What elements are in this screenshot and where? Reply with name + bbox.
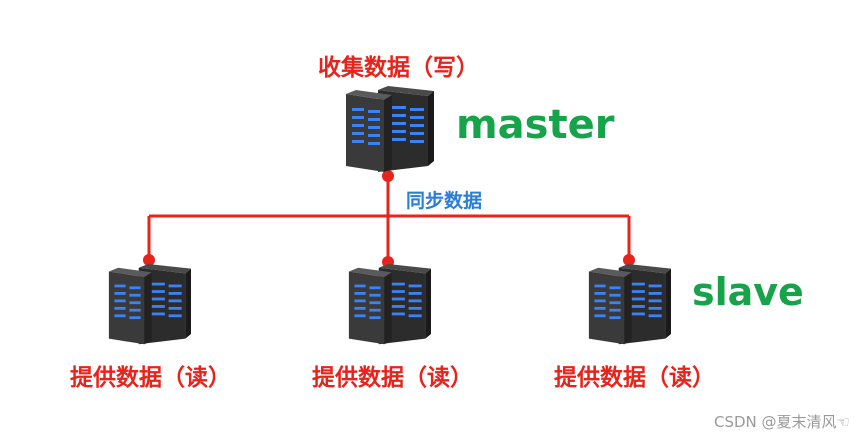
master-connection-dot [382, 170, 394, 182]
slave-right-connection-dot [623, 254, 635, 266]
slave-caption-middle: 提供数据（读） [312, 365, 473, 391]
sync-data-label: 同步数据 [406, 190, 483, 212]
slave-left-connection-dot [143, 254, 155, 266]
slave-caption-right: 提供数据（读） [554, 365, 715, 391]
server-rack-icon [346, 86, 434, 172]
slave-role-label: slave [692, 270, 804, 314]
master-role-label: master [456, 102, 615, 148]
slave-caption-left: 提供数据（读） [70, 365, 231, 391]
server-rack-icon [348, 264, 431, 345]
watermark: CSDN @夏末清风☜ [714, 413, 850, 431]
master-caption: 收集数据（写） [318, 55, 479, 81]
server-rack-icon [588, 264, 671, 345]
server-rack-icon [108, 264, 191, 345]
